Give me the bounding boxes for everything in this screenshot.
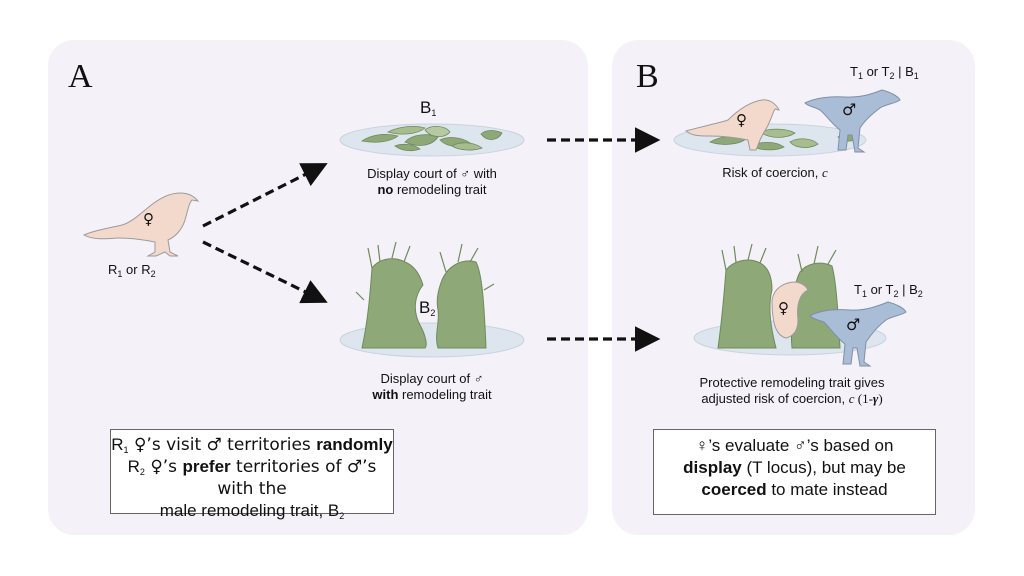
female-population-label: R1 or R2 bbox=[108, 262, 156, 279]
coercion-risk-caption: Risk of coercion, c bbox=[722, 165, 828, 180]
info-line-r1: R1 ♀’s visit ♂ territories randomly bbox=[111, 435, 393, 455]
info-line-evaluate: ♀’s evaluate ♂’s based on bbox=[695, 436, 894, 455]
court-b1-caption: Display court of ♂ with no remodeling tr… bbox=[367, 166, 497, 197]
court-b1-label: B1 bbox=[420, 98, 437, 118]
info-line-r2-cont: male remodeling trait, B2 bbox=[159, 501, 345, 521]
adjusted-risk-caption: Protective remodeling trait gives adjust… bbox=[699, 375, 885, 406]
info-line-display: display (T locus), but may be bbox=[683, 458, 906, 477]
female-bird-icon bbox=[82, 192, 200, 257]
info-line-r2: R2 ♀’s prefer territories of ♂’s with th… bbox=[127, 457, 377, 499]
female-symbol: ♀ bbox=[143, 210, 154, 228]
court-b2-illustration bbox=[339, 241, 525, 358]
panel-a-letter: A bbox=[68, 58, 93, 95]
male-symbol-top: ♂ bbox=[842, 100, 857, 119]
arrow-to-b2 bbox=[202, 240, 328, 304]
court-b2-label: B2 bbox=[419, 298, 436, 318]
panel-b-letter: B bbox=[636, 58, 659, 95]
info-line-coerced: coerced to mate instead bbox=[701, 480, 888, 499]
arrow-to-b1 bbox=[202, 163, 328, 228]
coercion-scene-remodeled-court bbox=[693, 243, 907, 367]
panel-b-info-box: ♀’s evaluate ♂’s based on display (T loc… bbox=[653, 429, 936, 515]
male-genotype-label-b2: T1 or T2 | B2 bbox=[854, 282, 923, 299]
female-symbol-bottom: ♀ bbox=[778, 299, 789, 317]
panel-a-info-box: R1 ♀’s visit ♂ territories randomly R2 ♀… bbox=[110, 429, 394, 521]
court-b1-illustration bbox=[339, 123, 525, 157]
female-symbol-top: ♀ bbox=[736, 111, 747, 129]
coercion-scene-open-court bbox=[673, 89, 901, 157]
male-symbol-bottom: ♂ bbox=[846, 315, 861, 334]
male-genotype-label-b1: T1 or T2 | B1 bbox=[850, 64, 919, 81]
court-b2-caption: Display court of ♂ with remodeling trait bbox=[372, 371, 492, 402]
